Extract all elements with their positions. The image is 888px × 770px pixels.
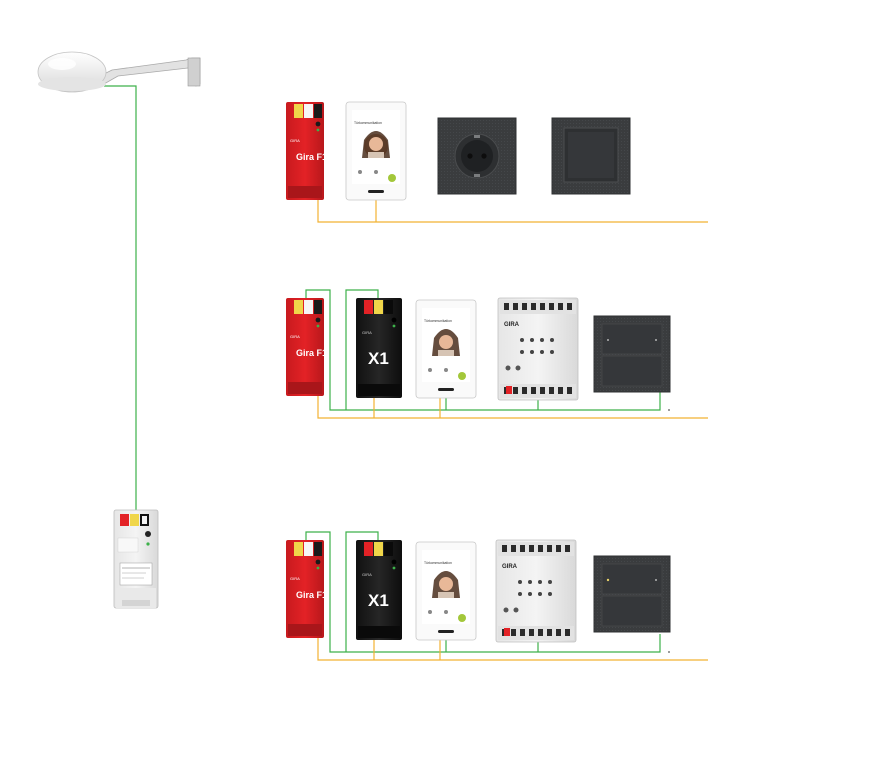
switch-actuator-module bbox=[495, 539, 577, 643]
row3-data-line-2 bbox=[345, 531, 379, 652]
antenna-icon bbox=[37, 51, 201, 93]
door-station-touch-panel bbox=[415, 541, 477, 641]
row3-end-dot bbox=[668, 651, 670, 653]
data-lines bbox=[104, 85, 661, 653]
gira-f1-module bbox=[286, 298, 324, 396]
gira-f1-label: Gira F1 bbox=[296, 152, 327, 162]
gira-f1-label: Gira F1 bbox=[296, 348, 327, 358]
knx-gateway-module bbox=[113, 509, 159, 609]
gira-f1-label: Gira F1 bbox=[296, 590, 327, 600]
actuator-brand: GIRA bbox=[502, 564, 518, 570]
door-station-touch-panel bbox=[345, 101, 407, 201]
gira-brand-small: GIRA bbox=[290, 576, 300, 581]
push-button-switch bbox=[593, 555, 671, 633]
switch-actuator-module bbox=[497, 297, 579, 401]
panel-header-1: Türkommunikation bbox=[354, 121, 382, 125]
x1-label: X1 bbox=[368, 349, 389, 368]
rocker-switch-icon bbox=[551, 117, 631, 195]
x1-brand: GIRA bbox=[362, 572, 372, 577]
push-button-switch bbox=[593, 315, 671, 393]
row2-bus-line bbox=[317, 396, 708, 419]
row2-data-line bbox=[305, 289, 661, 411]
row1-bus-line bbox=[317, 200, 708, 223]
x1-server-module bbox=[356, 540, 402, 640]
gira-brand-small: GIRA bbox=[290, 334, 300, 339]
antenna-cable bbox=[104, 85, 137, 512]
row2-data-line-2 bbox=[345, 289, 379, 410]
door-station-touch-panel bbox=[415, 299, 477, 399]
row3-bus-line bbox=[317, 638, 708, 661]
gira-brand-small: GIRA bbox=[290, 138, 300, 143]
x1-server-module bbox=[356, 298, 402, 398]
x1-brand: GIRA bbox=[362, 330, 372, 335]
actuator-brand: GIRA bbox=[504, 322, 520, 328]
row2-end-dot bbox=[668, 409, 670, 411]
panel-header-3: Türkommunikation bbox=[424, 561, 452, 565]
row3-data-line bbox=[305, 531, 661, 653]
panel-header-2: Türkommunikation bbox=[424, 319, 452, 323]
x1-label: X1 bbox=[368, 591, 389, 610]
bus-lines bbox=[317, 200, 708, 661]
gira-f1-module bbox=[286, 102, 324, 200]
gira-f1-module bbox=[286, 540, 324, 638]
socket-outlet-icon bbox=[437, 117, 517, 195]
